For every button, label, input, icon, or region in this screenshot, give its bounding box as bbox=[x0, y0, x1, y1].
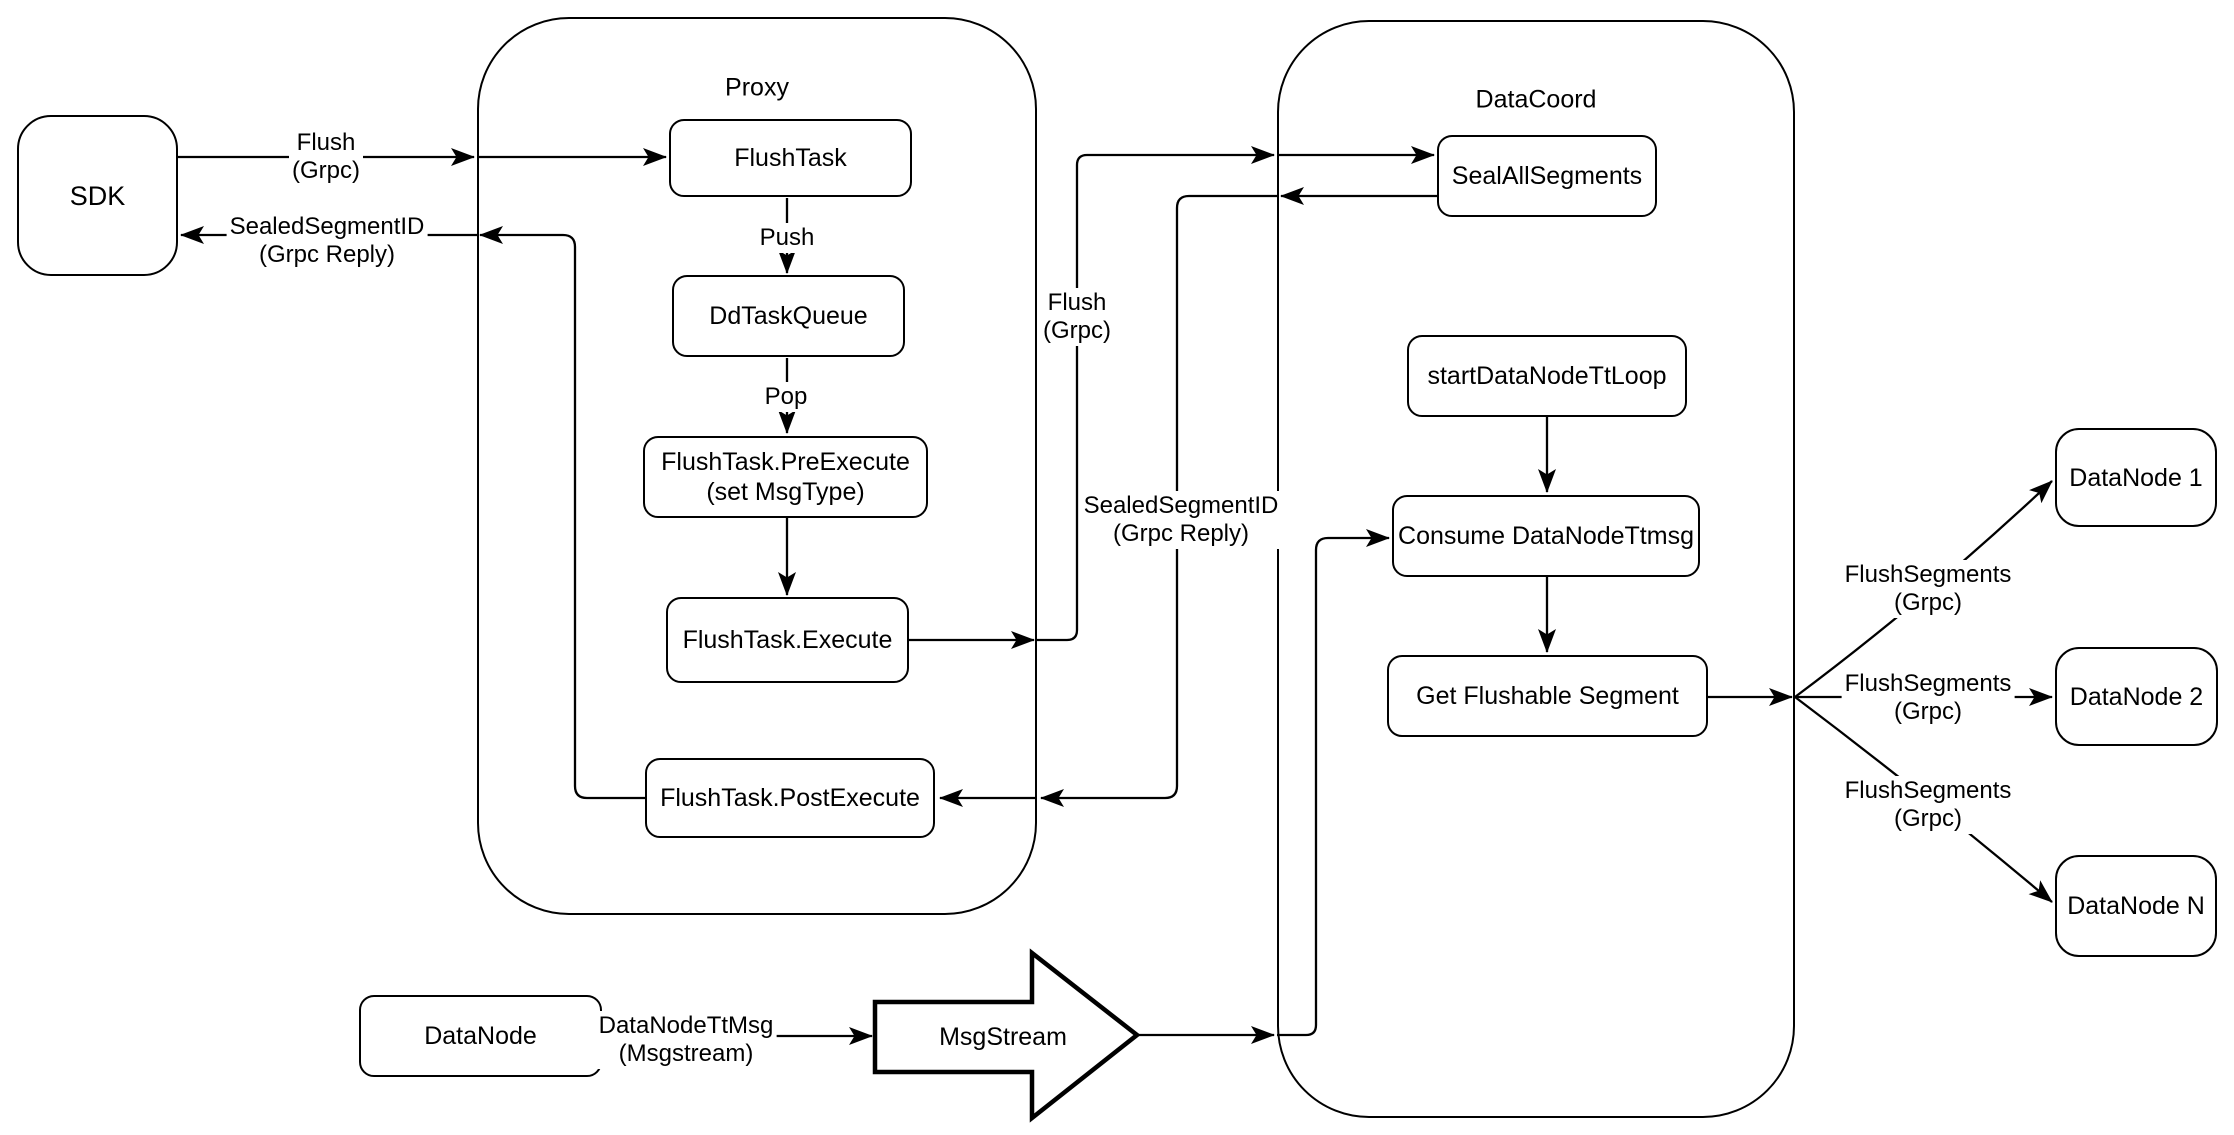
label-sealedsegmentid-sdk-line2: (Grpc Reply) bbox=[258, 241, 396, 268]
label-flushsegments-1-line2: (Grpc) bbox=[1894, 589, 1962, 616]
node-flushtask-preexecute-line2: (set MsgType) bbox=[706, 478, 865, 506]
label-datanodettmsg-line2: (Msgstream) bbox=[618, 1040, 754, 1067]
label-flush-grpc-sdk: Flush (Grpc) bbox=[289, 128, 363, 186]
proxy-container-title: Proxy bbox=[725, 73, 789, 102]
label-flushsegments-2: FlushSegments (Grpc) bbox=[1841, 669, 2015, 727]
node-flushtask-execute: FlushTask.Execute bbox=[666, 597, 909, 683]
label-flush-grpc-datacoord: Flush (Grpc) bbox=[1040, 288, 1114, 346]
label-datanodettmsg-line1: DataNodeTtMsg bbox=[598, 1012, 774, 1039]
label-datanodettmsg: DataNodeTtMsg (Msgstream) bbox=[595, 1011, 777, 1069]
edge-flush-up-to-datacoord bbox=[1037, 146, 1275, 642]
node-datanode-source: DataNode bbox=[359, 995, 602, 1077]
label-flushsegments-2-line2: (Grpc) bbox=[1894, 698, 1962, 725]
label-flushsegments-1-line1: FlushSegments bbox=[1844, 561, 2012, 588]
label-flushsegments-1: FlushSegments (Grpc) bbox=[1841, 560, 2015, 618]
datacoord-container-title: DataCoord bbox=[1475, 85, 1597, 114]
node-startdatanodettloop: startDataNodeTtLoop bbox=[1407, 335, 1687, 417]
label-sealedsegmentid-datacoord: SealedSegmentID (Grpc Reply) bbox=[1080, 491, 1282, 549]
msgstream-shape bbox=[872, 948, 1141, 1123]
node-sdk: SDK bbox=[17, 115, 178, 276]
label-sealedsegmentid-sdk: SealedSegmentID (Grpc Reply) bbox=[226, 212, 428, 270]
label-flush-grpc-datacoord-line2: (Grpc) bbox=[1043, 317, 1111, 344]
node-consume-datanodettmsg: Consume DataNodeTtmsg bbox=[1392, 495, 1700, 577]
label-sealedsegmentid-datacoord-line1: SealedSegmentID bbox=[1083, 492, 1279, 519]
node-datanode-1: DataNode 1 bbox=[2055, 428, 2217, 527]
node-ddtaskqueue: DdTaskQueue bbox=[672, 275, 905, 357]
node-flushtask-postexecute: FlushTask.PostExecute bbox=[645, 758, 935, 838]
label-flush-grpc-sdk-line1: Flush bbox=[296, 129, 356, 156]
msgstream-label: MsgStream bbox=[939, 1023, 1067, 1051]
node-datanode-2: DataNode 2 bbox=[2055, 647, 2218, 746]
node-sealallsegments: SealAllSegments bbox=[1437, 135, 1657, 217]
node-datanode-n: DataNode N bbox=[2055, 855, 2217, 957]
label-flushsegments-2-line1: FlushSegments bbox=[1844, 670, 2012, 697]
label-pop: Pop bbox=[761, 382, 811, 412]
label-sealedsegmentid-datacoord-line2: (Grpc Reply) bbox=[1112, 520, 1250, 547]
node-flushtask-preexecute-line1: FlushTask.PreExecute bbox=[661, 448, 910, 476]
label-flush-grpc-sdk-line2: (Grpc) bbox=[292, 157, 360, 184]
node-flushtask: FlushTask bbox=[669, 119, 912, 197]
label-push: Push bbox=[756, 223, 818, 253]
label-flushsegments-3-line1: FlushSegments bbox=[1844, 777, 2012, 804]
label-flush-grpc-datacoord-line1: Flush bbox=[1047, 289, 1107, 316]
label-flushsegments-3-line2: (Grpc) bbox=[1894, 805, 1962, 832]
node-get-flushable-segment: Get Flushable Segment bbox=[1387, 655, 1708, 737]
label-flushsegments-3: FlushSegments (Grpc) bbox=[1841, 776, 2015, 834]
proxy-container bbox=[477, 17, 1037, 915]
edge-postexecute-to-proxy-edge bbox=[479, 226, 645, 800]
label-sealedsegmentid-sdk-line1: SealedSegmentID bbox=[229, 213, 425, 240]
node-flushtask-preexecute: FlushTask.PreExecute (set MsgType) bbox=[643, 436, 928, 518]
datacoord-container bbox=[1277, 20, 1795, 1118]
